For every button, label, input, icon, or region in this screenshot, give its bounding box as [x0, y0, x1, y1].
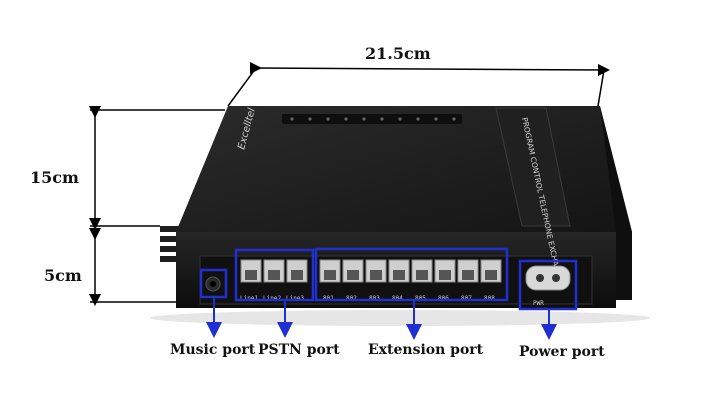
power-port-label: PWR: [533, 300, 544, 307]
jack-slot: [439, 270, 451, 280]
extension-port-label: 804: [392, 295, 403, 302]
width-dimension-line: [249, 61, 610, 76]
extension-port-label: 803: [369, 295, 380, 302]
pstn-port-label: Line1: [240, 295, 258, 302]
pstn-port-highlight: [234, 248, 315, 302]
jack-slot: [370, 270, 382, 280]
pstn-jacks: [240, 259, 308, 283]
extension-port-label: 801: [323, 295, 334, 302]
floor-shadow: [150, 310, 650, 326]
jack-slot: [245, 270, 257, 280]
jack-slot: [347, 270, 359, 280]
pstn-port-caption: PSTN port: [258, 342, 340, 358]
extension-port-label: 805: [415, 295, 426, 302]
highlight-boxes: [199, 247, 578, 311]
device-right-side: [600, 106, 632, 300]
jack-slot: [393, 270, 405, 280]
width-extension-left: [227, 67, 257, 107]
music-port-caption: Music port: [170, 342, 256, 358]
pstn-port-label: Line2: [263, 295, 281, 302]
power-port-highlight: [518, 259, 578, 311]
width-dimension-label: 21.5cm: [365, 44, 431, 63]
extension-port-label: 808: [484, 295, 495, 302]
power-socket: [525, 265, 571, 291]
jack-slot: [462, 270, 474, 280]
cooling-fins: [160, 226, 182, 262]
extension-port-caption: Extension port: [368, 342, 484, 358]
jack-slot: [324, 270, 336, 280]
jack-slot: [268, 270, 280, 280]
width-extension-right: [597, 69, 605, 107]
music-port: [205, 276, 221, 292]
jack-slot: [291, 270, 303, 280]
led-strip: [282, 114, 462, 124]
extension-port-highlight: [314, 247, 509, 302]
extension-port-label: 806: [438, 295, 449, 302]
height-dimension-label: 5cm: [44, 266, 82, 285]
music-port-highlight: [199, 268, 228, 299]
power-port-caption: Power port: [519, 344, 605, 360]
jack-slot: [416, 270, 428, 280]
extension-port-label: 802: [346, 295, 357, 302]
port-arrows: [206, 298, 557, 340]
side-label-panel: [495, 107, 571, 227]
depth-dimension-label: 15cm: [30, 168, 79, 187]
pstn-port-label: Line3: [286, 295, 304, 302]
jack-slot: [485, 270, 497, 280]
dimension-lines: [89, 61, 610, 306]
extension-port-label: 807: [461, 295, 472, 302]
extension-jacks: [319, 259, 502, 283]
